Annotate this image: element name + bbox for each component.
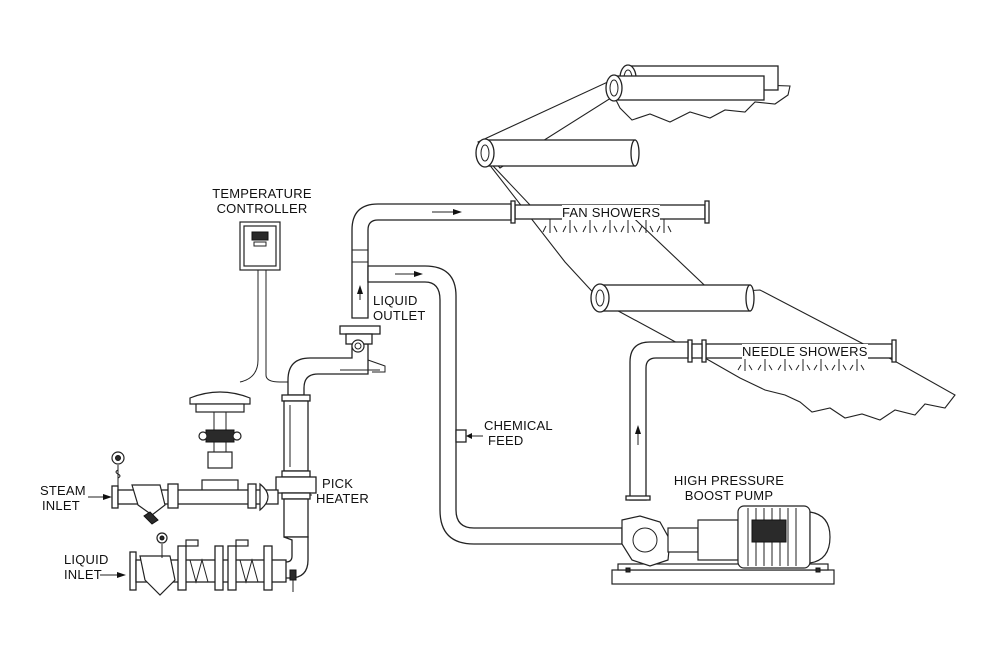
needle-shower-nozzles [737,358,865,371]
outlet-pipe-to-fan-showers [351,203,512,319]
spray-nozzle-icon [757,358,773,371]
temperature-controller [239,221,305,383]
flow-arrow-icon [432,209,462,215]
temperature-controller-label-line2: CONTROLLER [216,201,308,216]
flow-arrow-icon [100,572,126,578]
outlet-valve-assembly [339,325,386,373]
liquid-outlet-label-line2: OUTLET [373,308,426,323]
liquid-inlet-label: LIQUID INLET [64,552,109,582]
chemical-feed-label-line1: CHEMICAL [484,418,553,433]
spray-nozzle-icon [602,219,618,233]
pick-heater-label: PICK HEATER [316,476,369,506]
motor-icon [737,505,831,569]
steam-inlet-label: STEAM INLET [40,483,86,513]
liquid-inlet-line [129,532,287,596]
roll-middle [475,138,640,168]
spray-nozzle-icon [795,358,811,371]
flow-arrow-icon [395,271,423,277]
liquid-outlet-label-line1: LIQUID [373,293,418,308]
high-pressure-boost-pump-label-line1: HIGH PRESSURE [673,473,785,488]
chemical-feed-label: CHEMICAL FEED [484,418,553,448]
needle-showers-label: NEEDLE SHOWERS [742,344,868,359]
high-pressure-boost-pump-label: HIGH PRESSURE BOOST PUMP [670,473,788,503]
spray-nozzle-icon [542,219,558,233]
pick-heater [275,343,369,592]
spray-nozzle-icon [562,219,578,233]
pressure-gauge-icon [111,451,125,488]
spray-nozzle-icon [620,219,636,233]
steam-inlet-line [111,451,279,525]
temperature-controller-label: TEMPERATURE CONTROLLER [206,186,318,216]
liquid-inlet-label-line1: LIQUID [64,552,109,567]
flow-arrow-icon [357,285,363,300]
high-pressure-boost-pump-label-line2: BOOST PUMP [684,488,774,503]
liquid-outlet-label: LIQUID OUTLET [373,293,425,323]
pick-heater-label-line2: HEATER [316,491,369,506]
flow-arrow-icon [88,494,112,500]
chemical-feed-label-line2: FEED [488,433,524,448]
spray-nozzle-icon [737,358,753,371]
fan-showers-label: FAN SHOWERS [562,205,661,220]
spray-nozzle-icon [849,358,865,371]
spray-nozzle-icon [813,358,829,371]
steam-control-valve [189,391,251,503]
spray-nozzle-icon [777,358,793,371]
paper-web [477,79,956,421]
high-pressure-boost-pump [611,505,835,585]
steam-inlet-label-line2: INLET [42,498,80,513]
fan-shower-nozzles [542,219,672,233]
spray-nozzle-icon [638,219,654,233]
flow-arrow-icon [635,425,641,445]
roll-lower [590,283,755,313]
steam-inlet-label-line1: STEAM [40,483,86,498]
spray-nozzle-icon [582,219,598,233]
chemical-feed-tee [455,429,483,443]
temperature-controller-label-line1: TEMPERATURE [212,186,312,201]
pressure-gauge-icon [156,532,168,558]
spray-nozzle-icon [831,358,847,371]
pick-heater-label-line1: PICK [322,476,354,491]
liquid-inlet-label-line2: INLET [64,567,102,582]
spray-nozzle-icon [656,219,672,233]
roll-top-front [605,74,765,102]
